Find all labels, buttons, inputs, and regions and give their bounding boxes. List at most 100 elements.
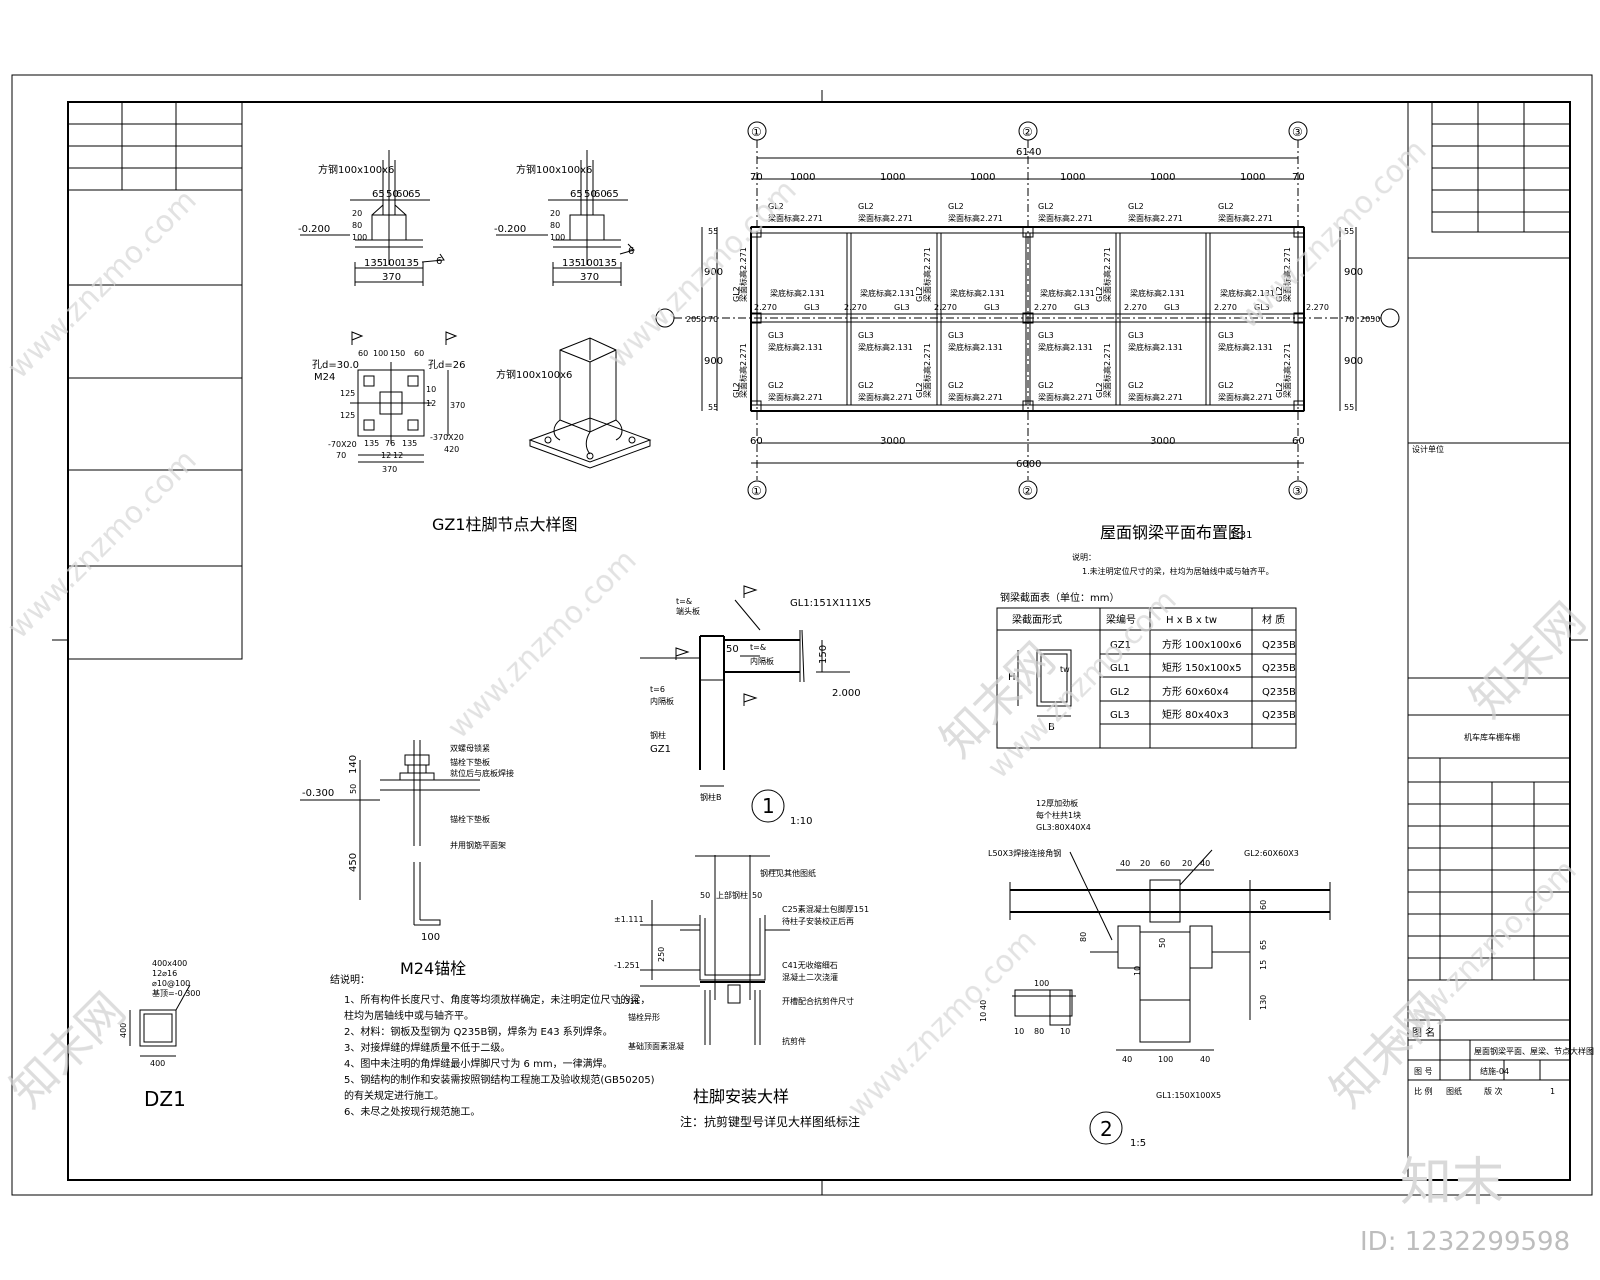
install-label-9: 锚栓异形 [628,1012,660,1022]
install-elev-1: ±1.111 [614,915,644,924]
plan-vgl2-1: GL2 [732,286,741,302]
section-row4-dims: 矩形 80x40x3 [1162,708,1229,721]
plan-top-gl2-5: GL2 [1128,202,1144,211]
plan-vgl2-4: GL2 [1275,286,1284,302]
plan-low-gl3-2: GL3 [858,331,874,340]
install-label-10: 基础顶面素混凝 [628,1041,684,1051]
section-sym-b: B [1048,722,1055,733]
gz1-dim-b-3: 65 [606,189,619,200]
roof-beam-plan [655,121,1400,500]
plan-mid-gl3-1: GL3 [804,303,820,312]
gz1-base-a-1: 100 [382,258,401,269]
tb-sheet-label: 图 名 [1412,1026,1435,1039]
d2-small-2: 40 [979,1000,988,1010]
anchor-label-2: 锚栓下垫板 [450,757,490,767]
plan-low-elev-6: 梁面标高2.271 [1218,392,1273,402]
plan-bot-3: 60 [1292,436,1305,447]
gz1-base-a-2: 135 [400,258,419,269]
gz1-dim-b-1: 50 [584,189,597,200]
notes-item-1: 1、所有构件长度尺寸、角度等均须放样确定，未注明定位尺寸的梁， [344,993,650,1006]
d1-bottom: 钢柱B [700,792,722,802]
plan-vel-6: 梁面标高2.271 [922,343,932,398]
plan-top-gl2-4: GL2 [1038,202,1054,211]
plan-low-gl3-5: GL3 [1128,331,1144,340]
d1-dim-150: 150 [818,645,829,664]
gz1-dim-b-0: 65 [570,189,583,200]
gz1-isometric [528,337,652,469]
anchor-dim-100: 100 [421,932,440,943]
plan-axis-1: ① [751,125,762,139]
notes-item-5: 4、图中未注明的角焊缝最小焊脚尺寸为 6 mm，一律满焊。 [344,1057,613,1070]
d2-small-3: 10 [1014,1027,1024,1036]
plan-top-elev-5: 梁面标高2.271 [1128,213,1183,223]
gz1-hole-right: 孔d=26 [428,359,465,371]
plan-low-gl2-3: GL2 [948,381,964,390]
plan-vgl2-3: GL2 [1095,286,1104,302]
notes-title: 结说明： [330,973,370,986]
d1-beam-label: GL1:151X111X5 [790,598,871,609]
plan-low-bot-2: 梁底标高2.131 [858,342,913,352]
gz1-base-b-2: 135 [598,258,617,269]
plan-mid-elev-3: 2.270 [934,303,957,312]
plan-top-6: 1000 [1240,172,1265,183]
plan-bot-1: 3000 [880,436,905,447]
plan-vgl2-2: GL2 [915,286,924,302]
plan-vel-8: 梁面标高2.271 [1282,343,1292,398]
plan-top-total: 6140 [1016,147,1041,158]
plan-axis-3-bottom: ③ [1292,484,1303,498]
gz1-pbot-2: 135 [402,439,417,448]
d1-num: 1 [762,794,775,818]
d2-top-1: 20 [1140,859,1150,868]
plan-side-0: 55 [708,227,718,236]
plan-vel-2: 梁面标高2.271 [922,247,932,302]
d2-right-1: 65 [1259,940,1268,950]
d1-scale: 1:10 [790,816,812,827]
plan-low-bot-1: 梁底标高2.131 [768,342,823,352]
d2-dim-10: 10 [1133,966,1142,976]
d1-column-name: GZ1 [650,744,671,755]
gz1-dim-a-2: 60 [396,189,409,200]
gz1-plan [350,331,458,463]
install-label-1: 钢柱见其他图纸 [760,868,816,878]
plan-vgl2-6: GL2 [915,382,924,398]
anchor-dim-450: 450 [348,853,359,872]
d2-top-2: 60 [1160,859,1170,868]
d2-small-5: 10 [1060,1027,1070,1036]
tb-code-label: 图 号 [1414,1067,1433,1076]
section-table-title: 钢梁截面表（单位：mm） [1000,591,1119,604]
plan-bot-0: 60 [750,436,763,447]
gz1-tube-label-b: 方钢100x100x6 [516,163,592,176]
section-col-shape: 梁截面形式 [1012,613,1062,626]
plan-up-bot-2: 梁底标高2.131 [860,288,915,298]
plan-low-gl2-4: GL2 [1038,381,1054,390]
section-row2-code: GL1 [1110,663,1130,674]
plan-top-1: 1000 [790,172,815,183]
gz1-plan-top-0: 60 [358,349,368,358]
tb-revision-value: 1 [1550,1087,1555,1096]
plan-low-gl3-1: GL3 [768,331,784,340]
d1-rib2-2: 内隔板 [650,696,674,706]
plan-vgl2-8: GL2 [1275,382,1284,398]
d2-right-0: 60 [1259,900,1268,910]
gz1-vdim-b-1: 80 [550,221,560,230]
plan-low-bot-3: 梁底标高2.131 [948,342,1003,352]
gz1-elevation-a [300,150,430,286]
plan-low-gl2-6: GL2 [1218,381,1234,390]
notes-item-4: 3、对接焊缝的焊缝质量不低于二级。 [344,1041,510,1054]
d2-top-0: 40 [1120,859,1130,868]
gz1-side-4: 370 [450,401,465,410]
plan-mid-gl3-2: GL3 [894,303,910,312]
gz1-weld-arrow-b [619,243,635,255]
detail-2 [1009,849,1331,1145]
section-table [996,607,1297,749]
gz1-base-a-width: 370 [382,272,401,283]
install-elev-3: -1.311 [614,997,640,1006]
gz1-plan-420: 420 [444,445,459,454]
tb-project-name: 机车库车棚车棚 [1464,732,1520,742]
gz1-vdim-a-1: 80 [352,221,362,230]
anchor-label-5: 并用钢筋平面架 [450,840,506,850]
plan-mid-gl3-5: GL3 [1164,303,1180,312]
anchor-label-4: 锚栓下垫板 [450,814,490,824]
plan-low-elev-1: 梁面标高2.271 [768,392,823,402]
plan-low-gl2-1: GL2 [768,381,784,390]
